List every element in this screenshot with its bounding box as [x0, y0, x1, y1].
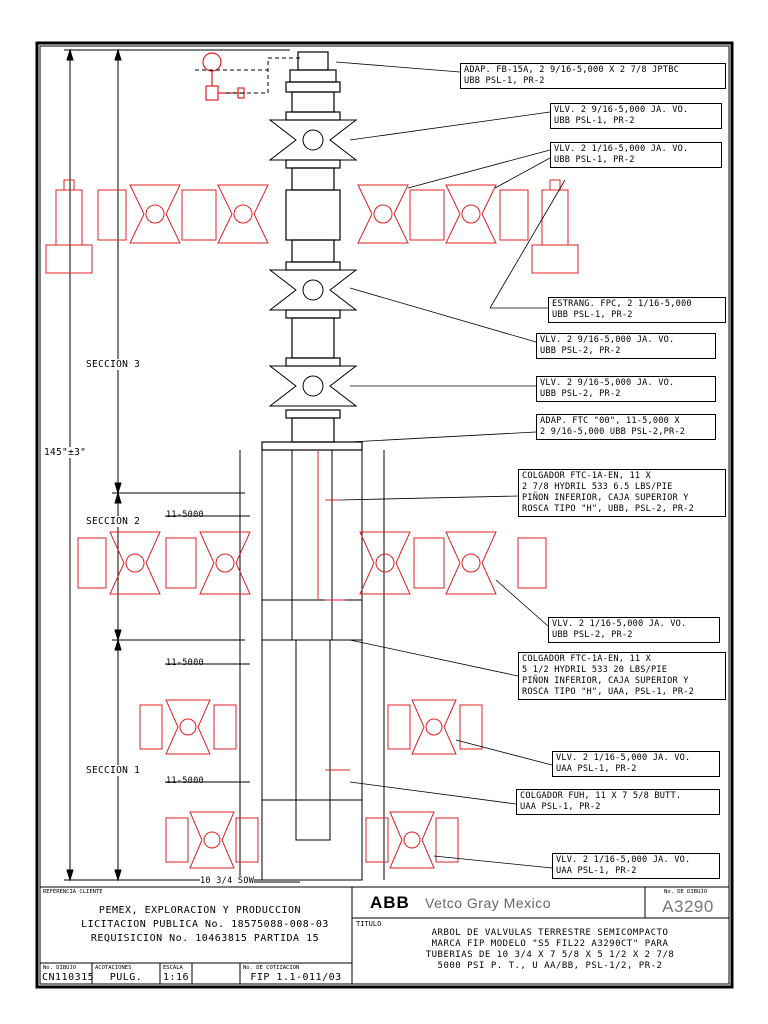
- titulo-label: TITULO: [356, 920, 382, 928]
- callout-valve-section1-upper: VLV. 2 1/16-5,000 JA. VO. UAA PSL-1, PR-…: [552, 751, 720, 777]
- licitacion-number: LICITACION PUBLICA No. 18575088-008-03: [81, 919, 329, 930]
- flange-rating-lower: 11-5000: [166, 776, 204, 786]
- cotizacion-value: FIP 1.1-011/03: [250, 972, 342, 983]
- inner-border: [39, 45, 730, 985]
- referencia-cliente-label: REFERENCIA CLIENTE: [43, 889, 103, 895]
- central-stack: [261, 51, 363, 451]
- no-dibujo-label: No. DIBUJO: [43, 965, 77, 971]
- upper-wing-left: [45, 179, 269, 274]
- seccion-2-label: SECCION 2: [86, 516, 141, 527]
- callout-hanger-fuh: COLGADOR FUH, 11 X 7 5/8 BUTT. UAA PSL-1…: [516, 789, 720, 815]
- vertical-valve-1: [268, 119, 358, 161]
- lower-wing-1-right: [387, 699, 483, 755]
- dimension-lines: [64, 48, 300, 883]
- drawing-number-label: No. DE DIBUJO: [664, 889, 708, 895]
- callout-valve-upper-master: VLV. 2 9/16-5,000 JA. VO. UBB PSL-1, PR-…: [550, 103, 722, 129]
- middle-wing-right: [359, 531, 547, 595]
- bottom-casing-label: 10 3/4 SOW: [200, 876, 255, 886]
- titulo-line-4: 5000 PSI P. T., U AA/BB, PSL-1/2, PR-2: [437, 961, 663, 971]
- gauge-line: [195, 57, 300, 94]
- callout-valve-upper-wing: VLV. 2 1/16-5,000 JA. VO. UBB PSL-1, PR-…: [550, 142, 722, 168]
- callout-valve-section1-lower: VLV. 2 1/16-5,000 JA. VO. UAA PSL-1, PR-…: [552, 853, 720, 879]
- lower-wing-2-right: [365, 811, 459, 869]
- company-name: Vetco Gray Mexico: [425, 895, 551, 911]
- lower-wing-2-left: [165, 811, 259, 869]
- client-name: PEMEX, EXPLORACION Y PRODUCCION: [98, 905, 302, 916]
- acotaciones-value: PULG.: [109, 972, 143, 983]
- upper-wing-right: [357, 179, 579, 274]
- callout-hanger-tubing: COLGADOR FTC-1A-EN, 11 X 2 7/8 HYDRIL 53…: [518, 469, 726, 517]
- lower-wing-1-left: [139, 699, 237, 755]
- vertical-valve-2: [268, 269, 358, 311]
- titulo-line-3: TUBERIAS DE 10 3/4 X 7 5/8 X 5 1/2 X 2 7…: [425, 950, 675, 960]
- no-dibujo-value: CN110315: [42, 972, 95, 983]
- callout-valve-middle-master: VLV. 2 9/16-5,000 JA. VO. UBB PSL-2, PR-…: [536, 333, 716, 359]
- seccion-3-label: SECCION 3: [86, 359, 141, 370]
- red-hanger-tubes: [317, 450, 350, 771]
- titulo-line-1: ARBOL DE VALVULAS TERRESTRE SEMICOMPACTO: [431, 928, 669, 938]
- titulo-line-2: MARCA FIP MODELO "S5 FIL22 A3290CT" PARA: [431, 939, 669, 949]
- requisicion-number: REQUISICION No. 10463815 PARTIDA 15: [90, 933, 320, 944]
- escala-value: 1:16: [162, 972, 190, 983]
- callout-valve-section2: VLV. 2 1/16-5,000 JA. VO. UBB PSL-2, PR-…: [548, 617, 720, 643]
- callout-estrangulador: ESTRANG. FPC, 2 1/16-5,000 UBB PSL-1, PR…: [548, 297, 726, 323]
- leader-lines: [335, 61, 566, 869]
- title-block-lines: [40, 886, 729, 984]
- abb-logo: ABB: [370, 893, 410, 912]
- tubing-head: [239, 449, 385, 881]
- callout-valve-lower-master: VLV. 2 9/16-5,000 JA. VO. UBB PSL-2, PR-…: [536, 376, 716, 402]
- callout-adapter-ftc: ADAP. FTC "00", 11-5,000 X 2 9/16-5,000 …: [536, 414, 716, 440]
- outer-border: [35, 41, 734, 989]
- acotaciones-label: ACOTACIONES: [95, 965, 132, 971]
- callout-hanger-casing: COLGADOR FTC-1A-EN, 11 X 5 1/2 HYDRIL 53…: [518, 652, 726, 700]
- escala-label: ESCALA: [163, 965, 183, 971]
- seccion-1-label: SECCION 1: [86, 765, 141, 776]
- flange-rating-middle: 11-5000: [166, 658, 204, 668]
- total-height-dimension: 145"±3": [44, 447, 87, 458]
- pressure-gauge: [202, 52, 245, 101]
- vertical-valve-3: [268, 365, 358, 407]
- callout-adapter-fb15a: ADAP. FB-15A, 2 9/16-5,000 X 2 7/8 JPTBC…: [460, 63, 726, 89]
- middle-wing-left: [77, 531, 251, 595]
- drawing-number: A3290: [662, 897, 714, 916]
- cotizacion-label: No. DE COTIZACION: [243, 965, 300, 971]
- flange-rating-upper: 11-5000: [166, 510, 204, 520]
